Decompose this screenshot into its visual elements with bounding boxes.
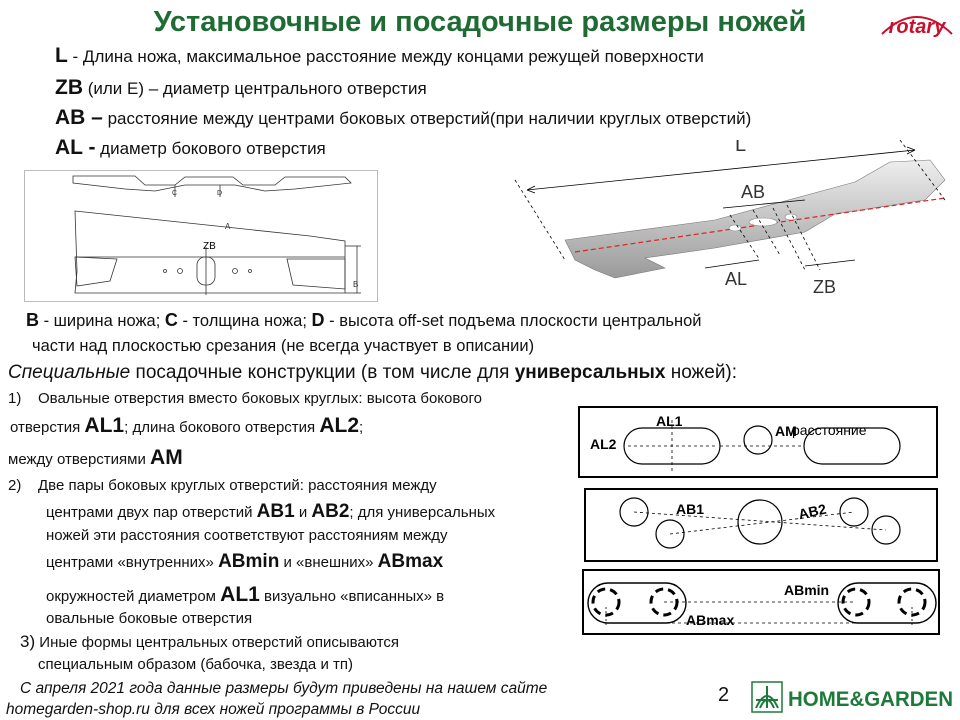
definition-ab: AB – расстояние между центрами боковых о…	[55, 106, 752, 129]
bcd-description-line2: части над плоскостью срезания (не всегда…	[32, 337, 535, 355]
blade-technical-drawing: ZB A B C D	[24, 170, 378, 302]
svg-text:D: D	[217, 190, 222, 197]
svg-text:AB: AB	[741, 182, 765, 202]
bcd-description: B - ширина ножа; C - толщина ножа; D - в…	[26, 310, 702, 330]
home-garden-logo: HOME&GARDEN	[751, 681, 953, 713]
item2-line5: окружностей диаметром AL1 визуально «впи…	[46, 583, 445, 606]
svg-text:AM: AM	[775, 423, 797, 439]
item3-line2: специальным образом (бабочка, звезда и т…	[38, 656, 353, 673]
item2-line2: центрами двух пар отверстий AB1 и AB2; д…	[46, 501, 496, 522]
diagram-abmin-abmax: ABmin ABmax	[582, 569, 940, 635]
definition-al: AL - диаметр бокового отверстия	[55, 136, 326, 159]
diagram-oval-holes: AL1 AL2 AM расстояние	[578, 406, 938, 478]
rotary-logo: rotary	[881, 16, 953, 38]
svg-text:HOME&GARDEN: HOME&GARDEN	[788, 688, 953, 711]
diagram-two-pairs-holes: AB1 AB2	[584, 488, 938, 562]
definition-l: L - Длина ножа, максимальное расстояние …	[55, 44, 704, 67]
item3-line1: 3) Иные формы центральных отверстий опис…	[20, 632, 400, 651]
svg-text:AL1: AL1	[656, 413, 683, 429]
svg-text:AB2: AB2	[797, 501, 828, 523]
definition-zb: ZB (или E) – диаметр центрального отверс…	[55, 76, 427, 99]
svg-text:C: C	[172, 190, 177, 197]
svg-text:A: A	[225, 222, 231, 231]
item1-line3: между отверстиями AM	[8, 446, 183, 469]
footer-note-line1: С апреля 2021 года данные размеры будут …	[20, 680, 548, 697]
svg-text:AL2: AL2	[590, 436, 617, 452]
special-heading: Специальные посадочные конструкции (в то…	[8, 362, 738, 383]
svg-text:B: B	[353, 280, 358, 289]
svg-text:ZB: ZB	[813, 277, 836, 297]
item1-line1: 1) Овальные отверстия вместо боковых кру…	[8, 390, 482, 407]
item2-line3: ножей эти расстояния соответствуют расст…	[46, 527, 448, 544]
page-number: 2	[718, 684, 730, 706]
footer-note-line2: homegarden-shop.ru для всех ножей програ…	[6, 701, 421, 718]
svg-text:rotary: rotary	[889, 16, 947, 38]
item2-line1: 2) Две пары боковых круглых отверстий: р…	[8, 477, 437, 494]
item1-line2: отверстия AL1; длина бокового отверстия …	[10, 414, 364, 437]
item2-line6: овальные боковые отверстия	[46, 610, 253, 627]
svg-text:L: L	[735, 140, 746, 156]
svg-text:ABmax: ABmax	[686, 612, 734, 628]
item2-line4: центрами «внутренних» ABmin и «внешних» …	[46, 551, 444, 572]
page-title: Установочные и посадочные размеры ножей	[153, 6, 807, 38]
svg-text:AB1: AB1	[676, 501, 704, 517]
blade-3d-illustration: L AB AL ZB	[514, 140, 946, 297]
svg-text:ABmin: ABmin	[784, 582, 829, 598]
svg-text:AL: AL	[725, 269, 747, 289]
svg-text:расстояние: расстояние	[792, 422, 867, 438]
svg-text:ZB: ZB	[203, 241, 216, 252]
